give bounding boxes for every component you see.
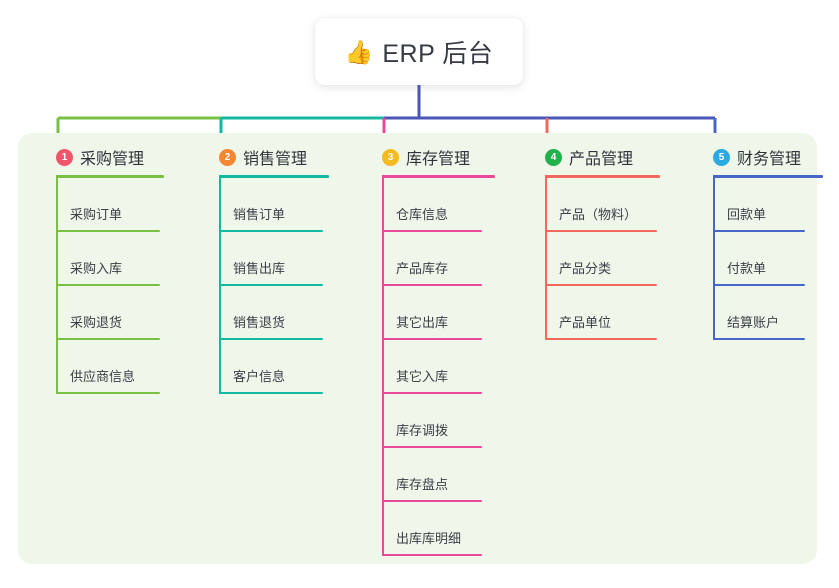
branch-number-badge: 1 bbox=[56, 148, 73, 166]
branch-item-label: 供应商信息 bbox=[70, 369, 136, 384]
branch-number-badge: 4 bbox=[545, 148, 562, 166]
branch-item[interactable]: 产品（物料） bbox=[545, 178, 657, 232]
branch-item-label: 销售出库 bbox=[233, 261, 286, 276]
branch-item-rule bbox=[545, 284, 657, 286]
branch-item-label: 产品分类 bbox=[559, 261, 612, 276]
branch-item-label: 产品（物料） bbox=[559, 207, 638, 222]
branch-item-rule bbox=[219, 392, 323, 394]
branch-item[interactable]: 其它出库 bbox=[382, 286, 482, 340]
branch-item-rule bbox=[219, 338, 323, 340]
branch-item[interactable]: 其它入库 bbox=[382, 340, 482, 394]
branch-item-rule bbox=[545, 230, 657, 232]
branch-header-label: 库存管理 bbox=[406, 151, 471, 168]
branch-item[interactable]: 产品单位 bbox=[545, 286, 657, 340]
branch-item[interactable]: 供应商信息 bbox=[56, 340, 160, 394]
branch-header-label: 采购管理 bbox=[80, 151, 145, 168]
branch-item-rule bbox=[382, 500, 482, 502]
branch-item-rule bbox=[56, 392, 160, 394]
branch-item[interactable]: 付款单 bbox=[713, 232, 805, 286]
branch-item[interactable]: 库存调拨 bbox=[382, 394, 482, 448]
branch-item-label: 销售订单 bbox=[233, 207, 286, 222]
branch-item-label: 出库库明细 bbox=[396, 531, 462, 546]
branch-item-label: 产品库存 bbox=[396, 261, 449, 276]
branch-item-rule bbox=[56, 284, 160, 286]
branch-item[interactable]: 采购入库 bbox=[56, 232, 160, 286]
branch-trunk bbox=[713, 175, 715, 340]
branch-item[interactable]: 采购订单 bbox=[56, 178, 160, 232]
branch-column-3: 3 库存管理仓库信息产品库存其它出库其它入库库存调拨库存盘点出库库明细 bbox=[364, 142, 495, 556]
branch-column-4: 4 产品管理产品（物料） 产品分类产品单位 bbox=[527, 142, 660, 340]
branch-item-label: 其它入库 bbox=[396, 369, 449, 384]
branch-item-label: 库存盘点 bbox=[396, 477, 449, 492]
branch-header-label: 销售管理 bbox=[243, 151, 308, 168]
branch-header-label: 财务管理 bbox=[737, 151, 802, 168]
branch-header-销售管理[interactable]: 2 销售管理 bbox=[201, 142, 307, 172]
branch-trunk bbox=[545, 175, 547, 340]
branch-item-label: 付款单 bbox=[727, 261, 767, 276]
branch-item[interactable]: 销售订单 bbox=[219, 178, 323, 232]
branch-item[interactable]: 销售退货 bbox=[219, 286, 323, 340]
branch-number-badge: 3 bbox=[382, 148, 399, 166]
branch-header-rule bbox=[56, 175, 164, 178]
branch-item-label: 采购入库 bbox=[70, 261, 123, 276]
branch-item-rule bbox=[219, 230, 323, 232]
branch-header-库存管理[interactable]: 3 库存管理 bbox=[364, 142, 470, 172]
branch-header-rule bbox=[382, 175, 495, 178]
branch-header-财务管理[interactable]: 5 财务管理 bbox=[695, 142, 801, 172]
branch-item-label: 仓库信息 bbox=[396, 207, 449, 222]
branch-column-5: 5 财务管理回款单付款单结算账户 bbox=[695, 142, 823, 340]
branch-item[interactable]: 产品分类 bbox=[545, 232, 657, 286]
branch-item[interactable]: 产品库存 bbox=[382, 232, 482, 286]
branches-panel bbox=[18, 133, 817, 564]
branch-trunk bbox=[382, 175, 384, 556]
root-title: ERP 后台 bbox=[382, 39, 494, 68]
branch-item-label: 库存调拨 bbox=[396, 423, 449, 438]
branch-header-产品管理[interactable]: 4 产品管理 bbox=[527, 142, 633, 172]
root-node[interactable]: 👍 ERP 后台 bbox=[315, 18, 523, 85]
branch-item-label: 其它出库 bbox=[396, 315, 449, 330]
branch-item[interactable]: 结算账户 bbox=[713, 286, 805, 340]
branch-header-rule bbox=[219, 175, 329, 178]
branch-item-label: 采购订单 bbox=[70, 207, 123, 222]
branch-item-label: 产品单位 bbox=[559, 315, 612, 330]
branch-column-1: 1 采购管理采购订单采购入库采购退货供应商信息 bbox=[38, 142, 164, 394]
branch-item-rule bbox=[382, 392, 482, 394]
branch-item-rule bbox=[382, 230, 482, 232]
branch-number-badge: 5 bbox=[713, 148, 730, 166]
branch-header-rule bbox=[545, 175, 660, 178]
branch-item-rule bbox=[382, 446, 482, 448]
branch-item-label: 采购退货 bbox=[70, 315, 123, 330]
branch-item[interactable]: 采购退货 bbox=[56, 286, 160, 340]
branch-column-2: 2 销售管理销售订单销售出库销售退货客户信息 bbox=[201, 142, 329, 394]
branch-item-rule bbox=[382, 284, 482, 286]
branch-item-label: 销售退货 bbox=[233, 315, 286, 330]
branch-item-rule bbox=[219, 284, 323, 286]
branch-header-采购管理[interactable]: 1 采购管理 bbox=[38, 142, 144, 172]
branch-item-label: 客户信息 bbox=[233, 369, 286, 384]
branch-item-rule bbox=[382, 338, 482, 340]
thumbs-up-icon: 👍 bbox=[344, 39, 374, 65]
branch-item[interactable]: 客户信息 bbox=[219, 340, 323, 394]
branch-header-rule bbox=[713, 175, 823, 178]
branch-item-rule bbox=[713, 284, 805, 286]
branch-item[interactable]: 回款单 bbox=[713, 178, 805, 232]
branch-item[interactable]: 仓库信息 bbox=[382, 178, 482, 232]
branch-item-rule bbox=[56, 338, 160, 340]
branch-item-label: 回款单 bbox=[727, 207, 767, 222]
branch-item-rule bbox=[713, 230, 805, 232]
branch-header-label: 产品管理 bbox=[569, 151, 634, 168]
branch-item[interactable]: 库存盘点 bbox=[382, 448, 482, 502]
branch-item-rule bbox=[545, 338, 657, 340]
branch-item-label: 结算账户 bbox=[727, 315, 780, 330]
branch-item-rule bbox=[56, 230, 160, 232]
branch-item[interactable]: 出库库明细 bbox=[382, 502, 482, 556]
branch-number-badge: 2 bbox=[219, 148, 236, 166]
branch-item-rule bbox=[382, 554, 482, 556]
branch-item[interactable]: 销售出库 bbox=[219, 232, 323, 286]
branch-item-rule bbox=[713, 338, 805, 340]
